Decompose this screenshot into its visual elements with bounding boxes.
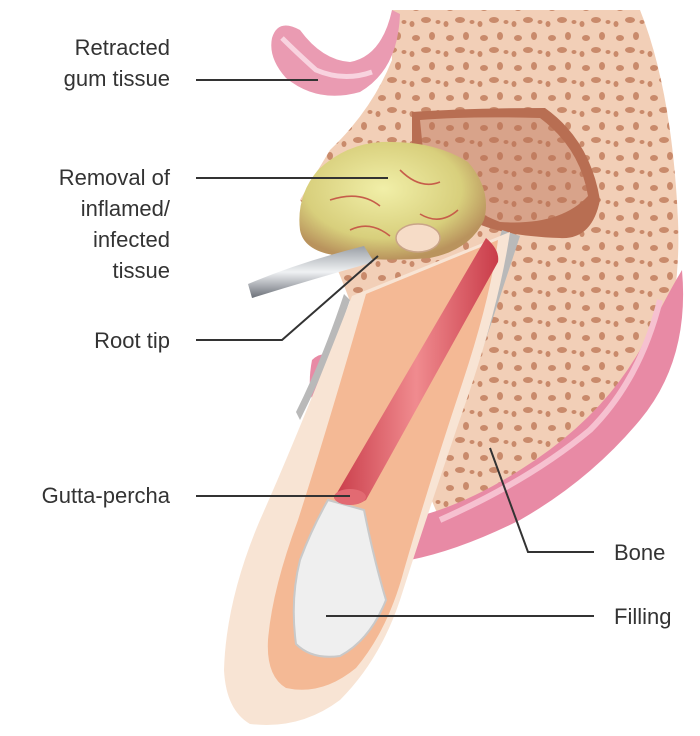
label-root-tip: Root tip <box>94 328 170 353</box>
label-line: tissue <box>112 258 170 283</box>
lower-gum <box>404 270 684 560</box>
root-tip-shape <box>395 223 441 253</box>
label-filling: Filling <box>614 604 672 629</box>
label-line: inflamed/ <box>80 196 170 221</box>
label-removal-of-tissue: Removal of inflamed/ infected tissue <box>20 162 170 286</box>
gutta-percha-cone <box>334 238 499 505</box>
label-retracted-gum-tissue: Retracted gum tissue <box>20 32 170 94</box>
infected-tissue <box>299 141 486 260</box>
label-gutta-percha: Gutta-percha <box>41 483 170 508</box>
retracted-gum-flap <box>271 10 400 96</box>
label-line: Retracted <box>74 35 170 60</box>
label-bone: Bone <box>614 540 666 565</box>
label-line: infected <box>92 227 170 252</box>
label-line: Removal of <box>58 165 170 190</box>
label-line: gum tissue <box>63 66 170 91</box>
filling-material <box>292 498 388 658</box>
surgical-instrument <box>248 246 374 298</box>
